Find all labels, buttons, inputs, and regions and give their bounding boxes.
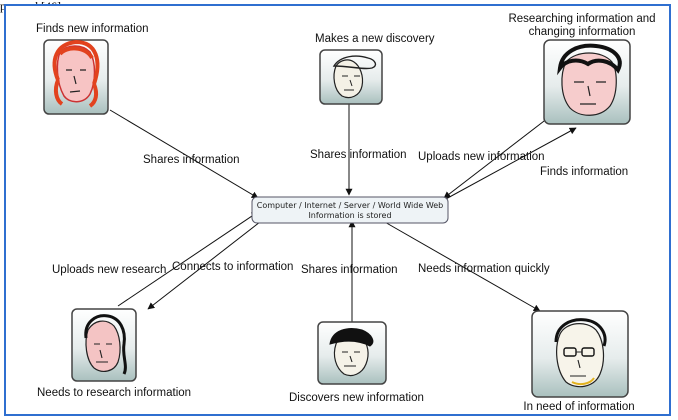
face-drawing-icon: [557, 43, 622, 116]
portrait-title: Makes a new discovery: [315, 33, 435, 45]
portrait-researching-information: Researching information and changing inf…: [508, 13, 656, 125]
label-shares-information-left: Shares information: [143, 154, 240, 166]
edge-labels: Shares information Shares information Up…: [52, 149, 628, 276]
label-connects-to-information: Connects to information: [172, 261, 293, 273]
edge-research-to-center: [117, 211, 259, 307]
portrait-discovers-new-information: Discovers new information: [289, 321, 424, 404]
face-drawing-icon: [332, 55, 377, 99]
edge-center-to-research: [147, 221, 261, 310]
center-line-2: Information is stored: [308, 211, 391, 220]
center-node: Computer / Internet / Server / World Wid…: [251, 196, 449, 224]
portrait-makes-new-discovery: Makes a new discovery: [315, 33, 435, 105]
face-drawing-icon: [84, 314, 127, 375]
label-finds-information: Finds information: [540, 166, 628, 178]
portrait-title: Finds new information: [36, 23, 149, 35]
portrait-in-need-of-information: In need of information: [523, 310, 635, 413]
portrait-title: In need of information: [523, 401, 634, 413]
edge-finds-to-center: [109, 109, 259, 199]
face-drawing-icon: [329, 328, 374, 377]
edge-center-to-researching: [443, 127, 577, 201]
face-drawing-icon: [52, 39, 100, 108]
portrait-needs-to-research: Needs to research information: [37, 308, 191, 399]
portrait-title: Needs to research information: [37, 387, 191, 399]
label-uploads-new-research: Uploads new research: [52, 264, 166, 276]
edge-center-to-need: [382, 220, 541, 312]
label-uploads-new-information: Uploads new information: [418, 151, 545, 163]
label-shares-information-bottom: Shares information: [301, 264, 398, 276]
face-drawing-icon: [554, 318, 607, 388]
edge-researching-to-center: [443, 117, 549, 199]
portrait-title-line-2: changing information: [529, 26, 636, 38]
label-needs-information-quickly: Needs information quickly: [418, 263, 550, 275]
portrait-title-line-1: Researching information and: [508, 13, 655, 25]
center-line-1: Computer / Internet / Server / World Wid…: [257, 201, 444, 210]
connector-lines: [109, 95, 577, 323]
label-shares-information-top: Shares information: [310, 149, 407, 161]
center-box: [251, 196, 449, 224]
portrait-title: Discovers new information: [289, 392, 424, 404]
portrait-finds-new-information: Finds new information: [36, 23, 149, 115]
